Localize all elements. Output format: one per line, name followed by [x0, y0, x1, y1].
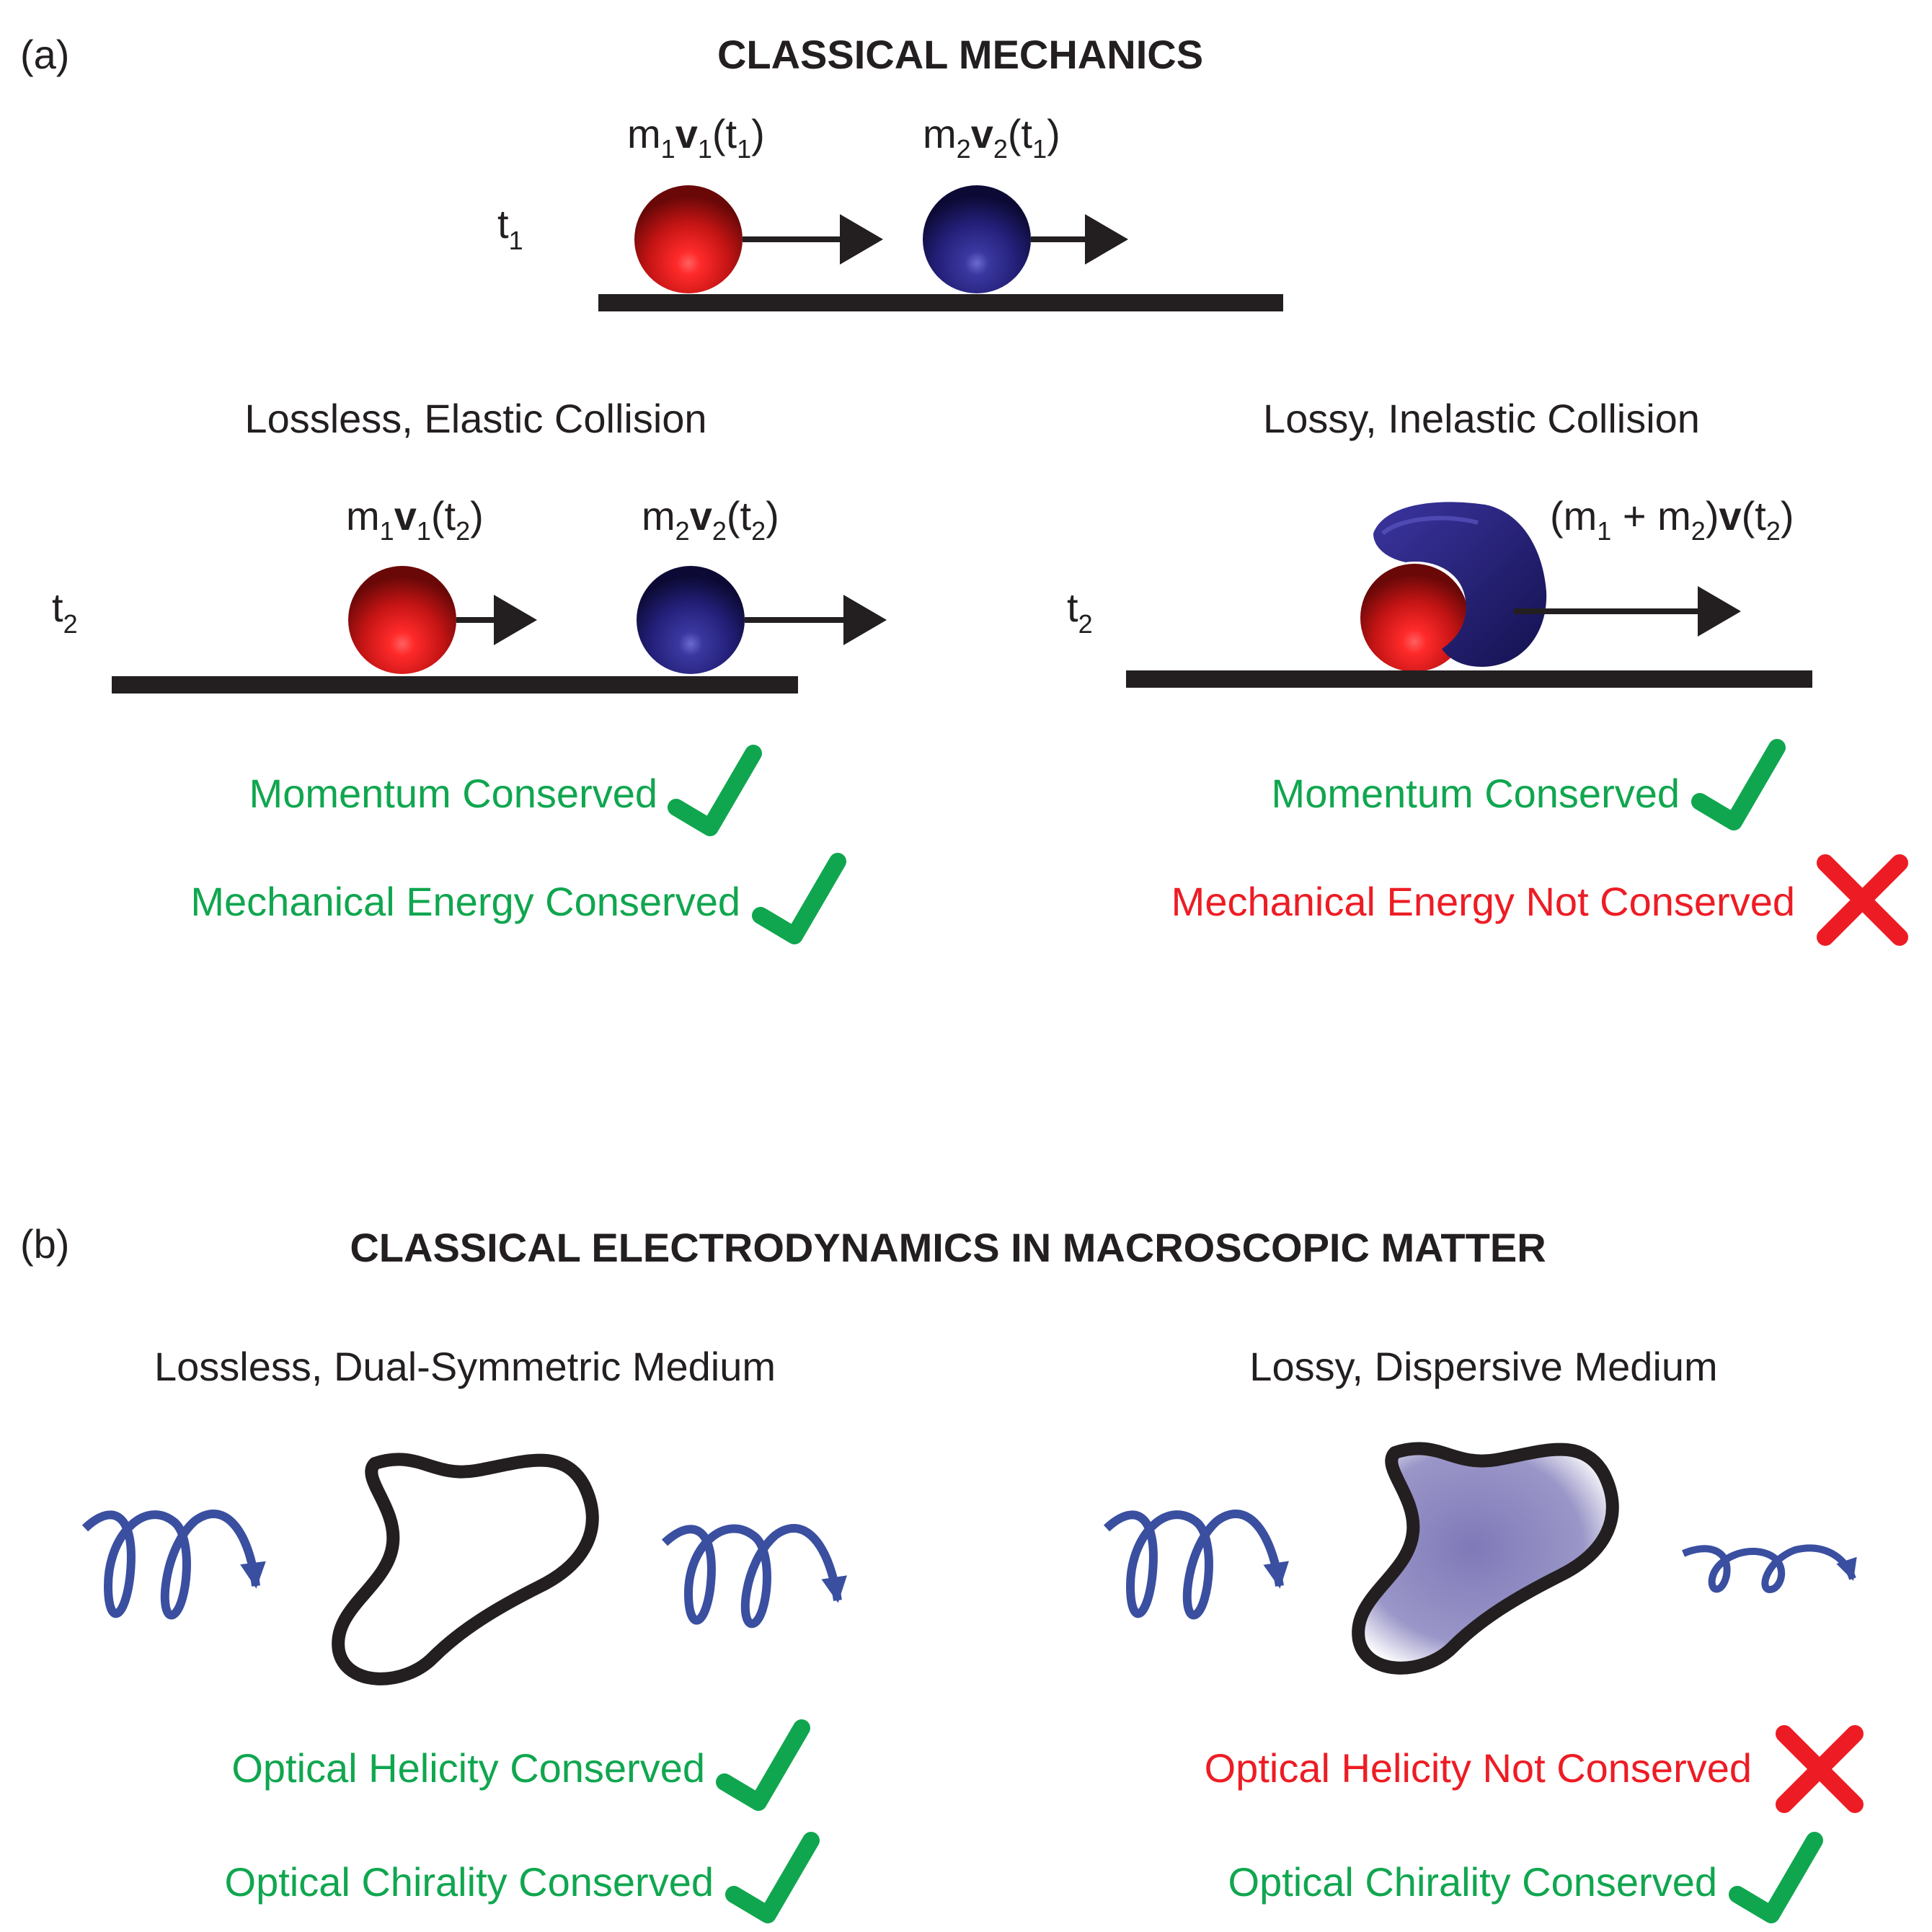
check-icon	[668, 745, 762, 836]
red-ball-t1	[634, 185, 743, 293]
blue-ball-t2	[637, 566, 745, 674]
inelastic-heading: Lossy, Inelastic Collision	[1263, 396, 1700, 441]
t1-label: t1	[497, 201, 523, 255]
helix-icon	[1103, 1510, 1289, 1620]
helix-icon	[661, 1524, 847, 1629]
check-icon	[716, 1719, 810, 1811]
statement-b-left-1: Optical Helicity Conserved	[231, 1745, 705, 1791]
helix-icon	[81, 1510, 266, 1620]
arrow-icon	[456, 595, 537, 645]
label-m2v2-t1: m2v2(t1)	[923, 111, 1060, 164]
check-icon	[725, 1832, 820, 1923]
lossless-medium-shape	[332, 1453, 599, 1685]
t2-label-left: t2	[52, 585, 78, 639]
elastic-heading: Lossless, Elastic Collision	[244, 396, 706, 441]
cross-icon	[1817, 854, 1908, 946]
statement-b-right-2: Optical Chirality Conserved	[1228, 1859, 1717, 1905]
arrow-icon	[1514, 586, 1741, 637]
statement-a-left-2: Mechanical Energy Conserved	[190, 879, 740, 924]
statement-a-left-1: Momentum Conserved	[249, 771, 657, 816]
statement-a-right-1: Momentum Conserved	[1272, 771, 1680, 816]
arrow-icon	[745, 595, 887, 645]
ground-t2-right	[1126, 670, 1812, 688]
statement-b-left-2: Optical Chirality Conserved	[225, 1859, 714, 1905]
panel-a-letter: (a)	[20, 32, 69, 77]
ground-t1	[598, 294, 1283, 311]
check-icon	[1691, 739, 1786, 830]
panel-b-title: CLASSICAL ELECTRODYNAMICS IN MACROSCOPIC…	[350, 1225, 1546, 1270]
label-m2v2-t2: m2v2(t2)	[642, 493, 779, 546]
red-ball-t2	[348, 566, 456, 674]
t2-label-right: t2	[1067, 585, 1093, 639]
arrow-icon	[1031, 214, 1128, 265]
helix-icon	[1682, 1544, 1857, 1594]
lossy-medium-shape	[1352, 1442, 1619, 1675]
blue-ball-t1	[923, 185, 1031, 293]
panel-b-letter: (b)	[20, 1221, 69, 1267]
label-combined-momentum: (m1 + m2)v(t2)	[1550, 493, 1794, 546]
ground-t2-left	[112, 676, 798, 694]
check-icon	[1729, 1832, 1823, 1923]
cross-icon	[1776, 1725, 1864, 1813]
panel-a-title: CLASSICAL MECHANICS	[717, 32, 1203, 77]
statement-b-right-1: Optical Helicity Not Conserved	[1205, 1745, 1752, 1791]
statement-a-right-2: Mechanical Energy Not Conserved	[1171, 879, 1795, 924]
label-m1v1-t1: m1v1(t1)	[627, 111, 765, 164]
lossy-medium-heading: Lossy, Dispersive Medium	[1249, 1344, 1717, 1389]
label-m1v1-t2: m1v1(t2)	[346, 493, 484, 546]
arrow-icon	[743, 214, 883, 265]
lossless-medium-heading: Lossless, Dual-Symmetric Medium	[154, 1344, 776, 1389]
merged-balls	[1360, 502, 1547, 672]
check-icon	[752, 853, 846, 944]
